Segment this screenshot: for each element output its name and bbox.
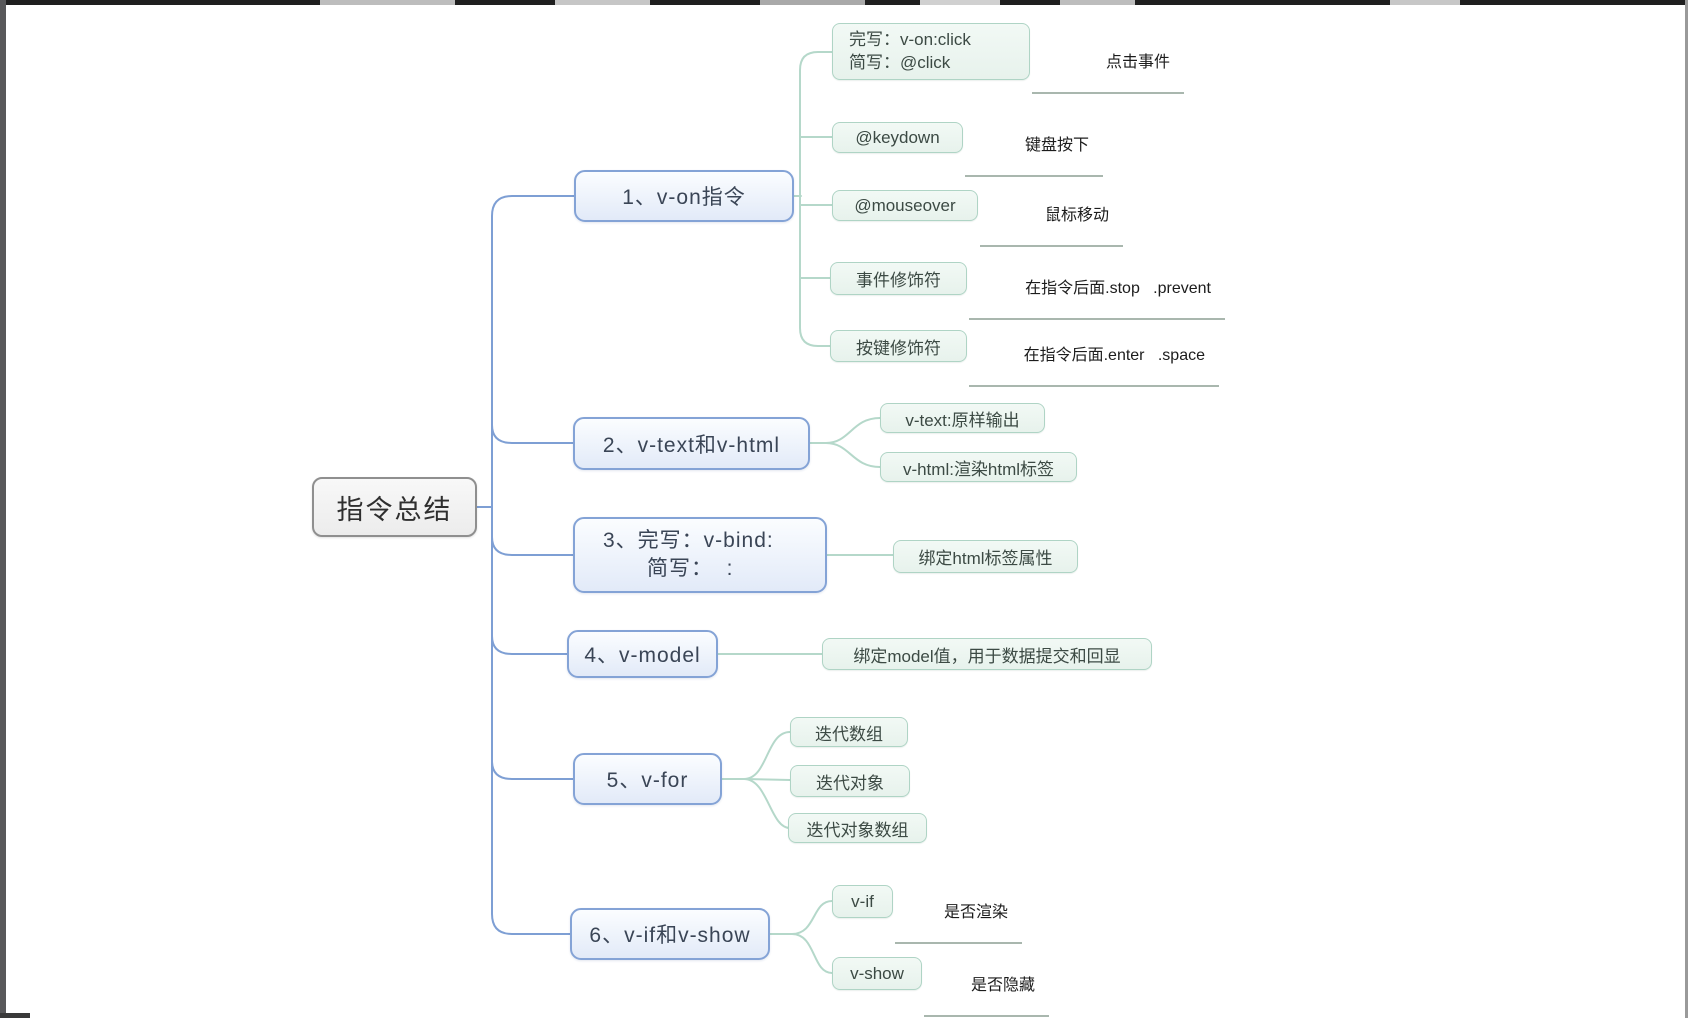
child-label: 按键修饰符 — [856, 338, 941, 358]
bottom-left-artifact — [0, 1013, 30, 1018]
note-mouseover[interactable]: 鼠标移动 — [980, 183, 1123, 247]
note-label: 在指令后面.stop .prevent — [1025, 280, 1211, 297]
note-label: 在指令后面.enter .space — [1023, 347, 1205, 364]
child-node-keydown[interactable]: @keydown — [832, 122, 963, 153]
child-node-iterate-object-array[interactable]: 迭代对象数组 — [788, 813, 927, 843]
branch-label-line2: 简写： : — [647, 557, 734, 580]
child-label: v-show — [850, 963, 904, 983]
note-label: 鼠标移动 — [1044, 207, 1109, 224]
note-label: 点击事件 — [1105, 54, 1170, 71]
child-label: 绑定model值，用于数据提交和回显 — [853, 646, 1121, 666]
root-node[interactable]: 指令总结 — [312, 477, 477, 537]
branch-node-v-if-v-show[interactable]: 6、v-if和v-show — [570, 908, 770, 960]
note-label: 是否渲染 — [943, 904, 1008, 921]
branch-label: 5、v-for — [606, 769, 689, 792]
branch-label: 1、v-on指令 — [622, 186, 746, 209]
child-label-line2: 简写：@click — [849, 52, 951, 72]
child-label: 绑定html标签属性 — [918, 549, 1053, 568]
child-label: 迭代数组 — [815, 724, 883, 744]
child-node-von-click[interactable]: 完写：v-on:click 简写：@click — [832, 23, 1030, 80]
child-node-v-text[interactable]: v-text:原样输出 — [880, 403, 1045, 433]
note-key-modifier[interactable]: 在指令后面.enter .space — [969, 323, 1219, 387]
branch-node-v-for[interactable]: 5、v-for — [573, 753, 722, 805]
child-node-mouseover[interactable]: @mouseover — [832, 190, 978, 221]
branch-label: 6、v-if和v-show — [589, 924, 751, 947]
note-event-modifier[interactable]: 在指令后面.stop .prevent — [969, 256, 1225, 320]
child-node-iterate-array[interactable]: 迭代数组 — [790, 717, 908, 747]
child-node-key-modifier[interactable]: 按键修饰符 — [830, 330, 967, 362]
note-keydown[interactable]: 键盘按下 — [965, 113, 1103, 177]
child-node-v-if[interactable]: v-if — [832, 885, 893, 918]
branch-node-v-text-v-html[interactable]: 2、v-text和v-html — [573, 417, 810, 470]
note-label: 键盘按下 — [1024, 137, 1089, 154]
branch-label: 4、v-model — [584, 644, 701, 667]
child-label: @keydown — [855, 127, 940, 147]
window-left-edge — [0, 0, 6, 1018]
note-label: 是否隐藏 — [970, 977, 1035, 994]
child-node-v-show[interactable]: v-show — [832, 957, 922, 990]
child-label: 迭代对象数组 — [806, 820, 909, 840]
child-label: 迭代对象 — [816, 773, 884, 793]
child-label: v-if — [851, 891, 874, 911]
child-label: v-html:渲染html标签 — [902, 459, 1055, 479]
note-v-show[interactable]: 是否隐藏 — [924, 953, 1049, 1017]
note-click-event[interactable]: 点击事件 — [1032, 30, 1184, 94]
root-label: 指令总结 — [336, 494, 453, 525]
child-node-iterate-object[interactable]: 迭代对象 — [790, 765, 910, 797]
child-node-event-modifier[interactable]: 事件修饰符 — [830, 262, 967, 295]
branch-node-v-bind[interactable]: 3、完写：v-bind: 简写： : — [573, 517, 827, 593]
cropped-text-strip — [6, 0, 1688, 5]
child-node-model-bind[interactable]: 绑定model值，用于数据提交和回显 — [822, 638, 1152, 670]
branch-node-v-model[interactable]: 4、v-model — [567, 630, 718, 678]
child-label: v-text:原样输出 — [905, 410, 1020, 430]
child-node-bind-attr[interactable]: 绑定html标签属性 — [893, 540, 1078, 573]
branch-label: 2、v-text和v-html — [602, 433, 781, 457]
child-node-v-html[interactable]: v-html:渲染html标签 — [880, 452, 1077, 482]
child-label: 事件修饰符 — [856, 271, 941, 290]
branch-node-v-on[interactable]: 1、v-on指令 — [574, 170, 794, 222]
window-right-edge — [1685, 0, 1688, 1018]
child-label-line1: 完写：v-on:click — [849, 29, 971, 49]
note-v-if[interactable]: 是否渲染 — [895, 880, 1022, 944]
branch-label-line1: 3、完写：v-bind: — [603, 528, 774, 552]
child-label: @mouseover — [854, 195, 956, 215]
